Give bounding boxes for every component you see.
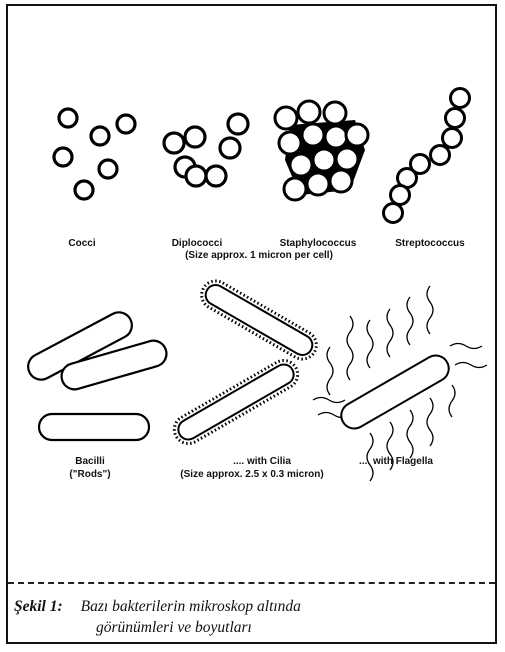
staphylococcus-cell [298, 101, 320, 123]
streptococcus-group [384, 89, 470, 223]
coccus-cell [117, 115, 135, 133]
diplococcus-cell [164, 133, 184, 153]
streptococcus-cell [431, 146, 450, 165]
diplococcus-cell [228, 114, 248, 134]
staphylococcus-cell [330, 170, 352, 192]
label-streptococcus: Streptococcus [378, 238, 482, 250]
staphylococcus-cell [307, 173, 329, 195]
staphylococcus-cell [324, 102, 346, 124]
caption-divider [8, 582, 495, 584]
label-with-flagella: .... with Flagella [336, 456, 456, 468]
diplococci-group [164, 114, 248, 186]
cilia-bacilli-group [169, 276, 321, 449]
diplococcus-cell [186, 166, 206, 186]
staphylococcus-cell [325, 126, 347, 148]
staphylococcus-cell [290, 154, 312, 176]
staphylococcus-cell [346, 124, 368, 146]
label-with-cilia: .... with Cilia [212, 456, 312, 468]
label-cocci: Cocci [60, 238, 104, 250]
staphylococcus-cell [336, 148, 358, 170]
streptococcus-cell [391, 186, 410, 205]
diplococcus-cell [185, 127, 205, 147]
ciliated-rod [175, 361, 298, 443]
ciliated-rod [202, 281, 316, 358]
coccus-cell [75, 181, 93, 199]
label-cilia-size: (Size approx. 2.5 x 0.3 micron) [146, 469, 358, 481]
bacillus-rod [39, 414, 149, 440]
label-diplococci: Diplococci [160, 238, 234, 250]
staphylococcus-cell [302, 124, 324, 146]
coccus-cell [91, 127, 109, 145]
flagellated-bacillus-group [313, 286, 487, 481]
coccus-cell [99, 160, 117, 178]
caption-line-2: görünümleri ve boyutları [96, 617, 252, 639]
coccus-cell [59, 109, 77, 127]
staphylococcus-cell [284, 178, 306, 200]
bacilli-group [24, 308, 170, 440]
staphylococcus-cell [313, 149, 335, 171]
staphylococcus-cell [275, 107, 297, 129]
diplococcus-cell [220, 138, 240, 158]
staphylococcus-cell [279, 132, 301, 154]
label-bacilli-rods: ("Rods") [58, 469, 122, 481]
cocci-group [54, 109, 135, 199]
streptococcus-cell [451, 89, 470, 108]
diplococcus-cell [206, 166, 226, 186]
flagellated-rod [337, 351, 454, 434]
streptococcus-cell [443, 129, 462, 148]
label-bacilli: Bacilli [60, 456, 120, 468]
streptococcus-cell [446, 109, 465, 128]
streptococcus-cell [384, 204, 403, 223]
caption-number: Şekil 1: [14, 598, 63, 615]
staphylococcus-group [275, 101, 368, 200]
caption-line-1: Bazı bakterilerin mikroskop altında [81, 598, 301, 615]
label-diplococci-size: (Size approx. 1 micron per cell) [152, 250, 366, 262]
label-staphylococcus: Staphylococcus [266, 238, 370, 250]
coccus-cell [54, 148, 72, 166]
